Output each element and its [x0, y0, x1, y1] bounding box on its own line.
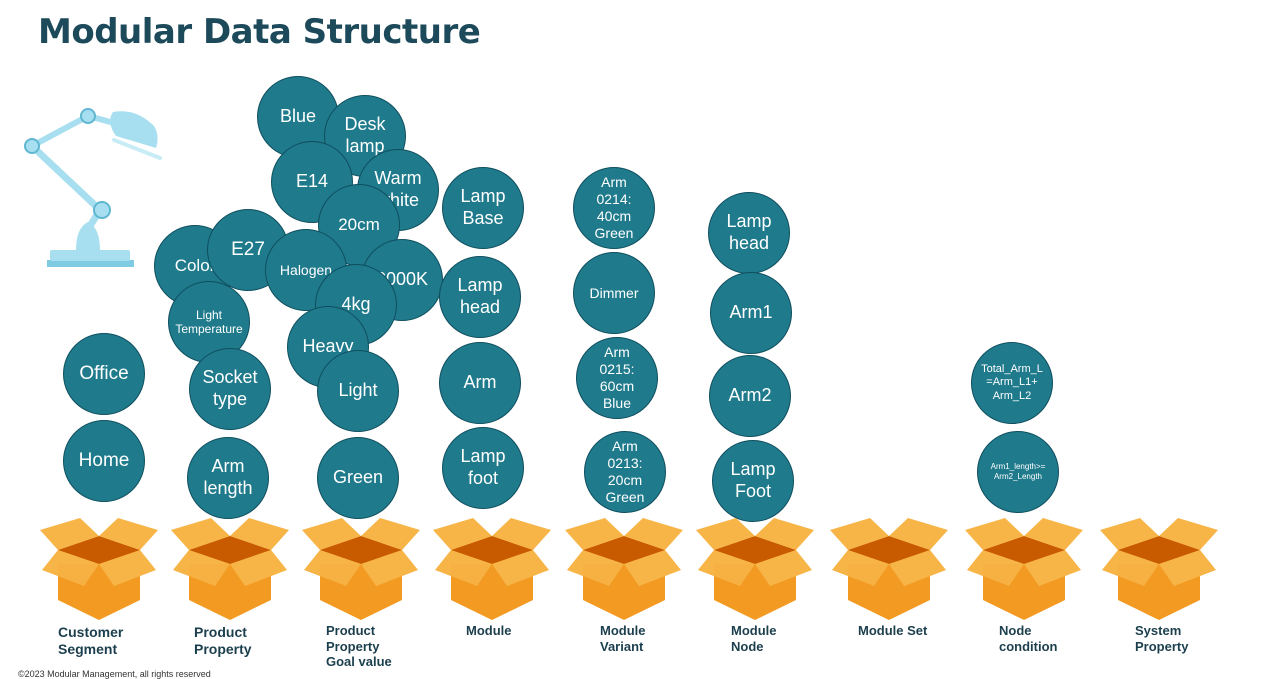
- bubble-3-0: Lamp Base: [442, 167, 524, 249]
- category-label-3: Module: [466, 623, 512, 638]
- bubble-0-0: Office: [63, 333, 145, 415]
- bubble-5-1: Arm1: [710, 272, 792, 354]
- bubble-7-1: Arm1_length>= Arm2_Length: [977, 431, 1059, 513]
- bubble-2-9: Light: [317, 350, 399, 432]
- desk-lamp-icon: [24, 108, 162, 267]
- open-box-icon: [302, 516, 420, 627]
- open-box-icon: [965, 516, 1083, 627]
- category-label-5: Module Node: [731, 623, 777, 654]
- open-box-icon: [696, 516, 814, 627]
- bubble-5-0: Lamp head: [708, 192, 790, 274]
- category-label-1: Product Property: [194, 624, 252, 657]
- copyright: ©2023 Modular Management, all rights res…: [18, 669, 211, 679]
- bubble-3-2: Arm: [439, 342, 521, 424]
- bubble-0-1: Home: [63, 420, 145, 502]
- page-title: Modular Data Structure: [38, 12, 481, 52]
- open-box-icon: [171, 516, 289, 627]
- bubble-2-10: Green: [317, 437, 399, 519]
- bubble-3-1: Lamp head: [439, 256, 521, 338]
- category-label-7: Node condition: [999, 623, 1058, 654]
- category-label-6: Module Set: [858, 623, 928, 638]
- bubble-4-1: Dimmer: [573, 252, 655, 334]
- open-box-icon: [1100, 516, 1218, 627]
- bubble-7-0: Total_Arm_L =Arm_L1+ Arm_L2: [971, 342, 1053, 424]
- open-box-icon: [40, 516, 158, 627]
- category-label-8: System Property: [1135, 623, 1189, 654]
- bubble-1-4: Arm length: [187, 437, 269, 519]
- bubble-5-3: Lamp Foot: [712, 440, 794, 522]
- category-label-4: Module Variant: [600, 623, 646, 654]
- bubble-4-3: Arm 0213: 20cm Green: [584, 431, 666, 513]
- category-label-0: Customer Segment: [58, 624, 124, 657]
- bubble-1-3: Socket type: [189, 348, 271, 430]
- open-box-icon: [565, 516, 683, 627]
- bubble-4-2: Arm 0215: 60cm Blue: [576, 337, 658, 419]
- bubble-4-0: Arm 0214: 40cm Green: [573, 167, 655, 249]
- bubble-3-3: Lamp foot: [442, 427, 524, 509]
- bubble-5-2: Arm2: [709, 355, 791, 437]
- bubble-1-2: Light Temperature: [168, 281, 250, 363]
- open-box-icon: [830, 516, 948, 627]
- category-label-2: Product Property Goal value: [326, 623, 392, 670]
- open-box-icon: [433, 516, 551, 627]
